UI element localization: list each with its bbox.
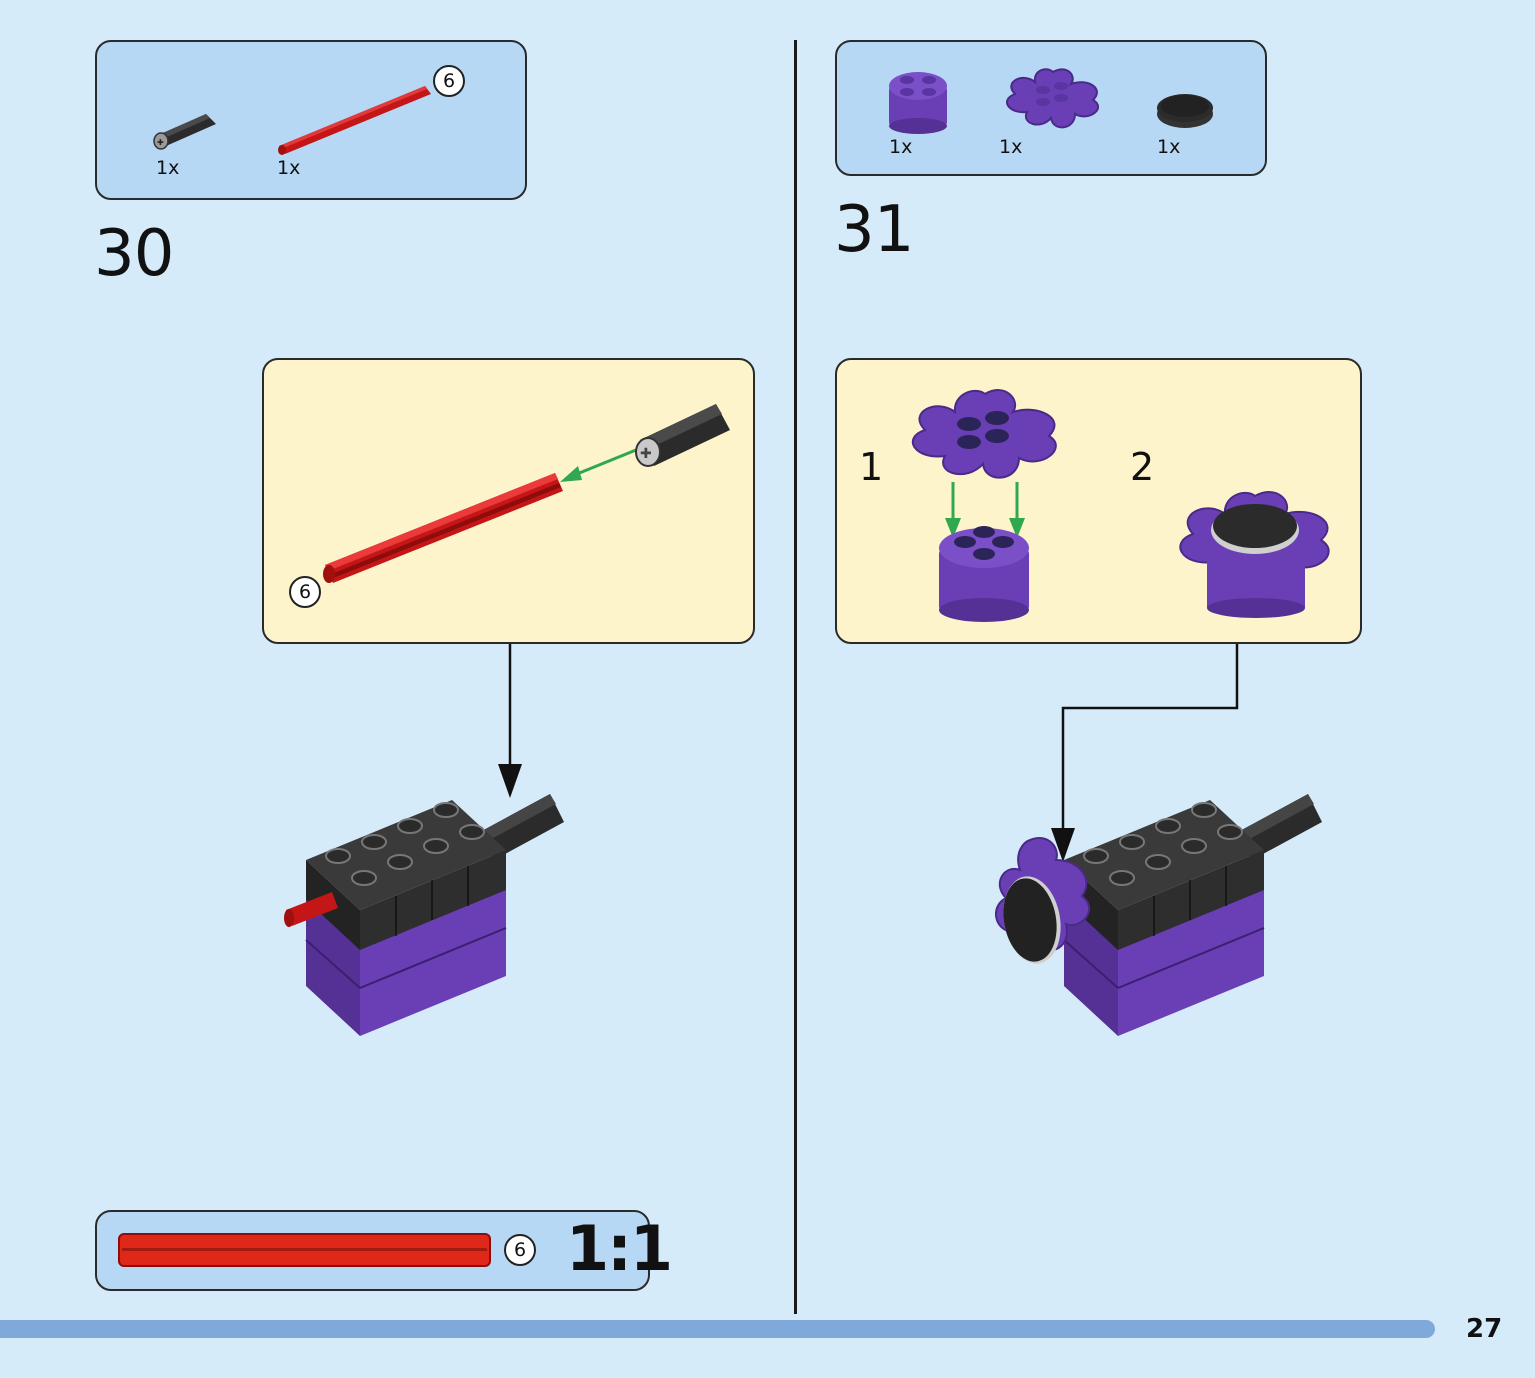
assembly-arrow-icon <box>498 644 522 798</box>
step30-model <box>284 794 564 1036</box>
part-qty: 1x <box>277 157 301 179</box>
scale-label: 1:1 <box>566 1212 673 1285</box>
part-qty: 1x <box>1157 136 1181 158</box>
step31-parts-box: 1x 1x 1x <box>835 40 1267 176</box>
step31-model <box>995 794 1322 1036</box>
red-axle-6 <box>323 473 563 583</box>
axle-length-badge: 6 <box>289 576 321 608</box>
purple-flower-plate <box>912 389 1057 479</box>
green-arrow-icon <box>560 444 647 482</box>
svg-text:✚: ✚ <box>157 138 164 147</box>
page-footer-bar <box>0 1320 1435 1338</box>
black-round-tile-icon <box>1157 94 1213 128</box>
purple-round-brick-icon <box>889 72 947 134</box>
part-qty: 1x <box>156 157 180 179</box>
red-axle-icon <box>278 86 431 155</box>
substep-2-label: 2 <box>1130 445 1155 489</box>
purple-round-brick <box>939 526 1029 622</box>
axle-length-badge: 6 <box>504 1234 536 1266</box>
assembly-arrow-icon <box>1051 644 1239 862</box>
axle-length-badge: 6 <box>433 65 465 97</box>
step30-parts-box: ✚ 6 1x 1x <box>95 40 527 200</box>
black-axle-connector-icon: ✚ <box>153 114 216 150</box>
page-number: 27 <box>1466 1314 1503 1344</box>
part-qty: 1x <box>999 136 1023 158</box>
purple-flower-plate-icon <box>1006 68 1100 129</box>
page-divider <box>794 40 797 1314</box>
scale-ruler-red-axle-groove <box>122 1248 487 1251</box>
step-number-31: 31 <box>834 193 914 267</box>
step31-callout: 1 2 <box>835 358 1362 644</box>
substep-1-label: 1 <box>859 445 884 489</box>
step-number-30: 30 <box>94 217 174 291</box>
assembled-flower-round <box>1179 491 1330 618</box>
step30-callout: ✚ 6 <box>262 358 755 644</box>
black-axle-connector: ✚ <box>635 404 730 467</box>
green-arrow-icon <box>945 482 1025 538</box>
part-qty: 1x <box>889 136 913 158</box>
svg-text:✚: ✚ <box>640 446 652 462</box>
